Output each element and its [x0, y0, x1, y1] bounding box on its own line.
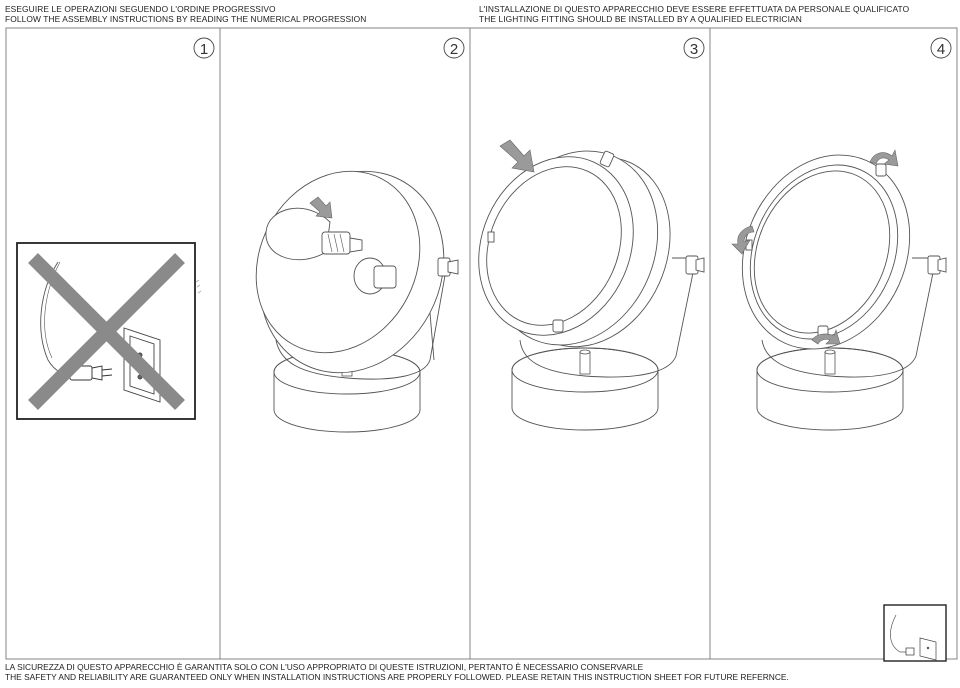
tilt-knob-icon: [685, 255, 705, 275]
step-3-number: 3: [683, 37, 705, 59]
cross-out-icon: [28, 253, 185, 410]
header-left-line2: FOLLOW THE ASSEMBLY INSTRUCTIONS BY READ…: [5, 14, 367, 24]
step-2-number: 2: [443, 37, 465, 59]
footer-safety-note: LA SICUREZZA DI QUESTO APPARECCHIO È GAR…: [5, 662, 789, 682]
unplug-warning-illustration: [16, 242, 196, 420]
svg-text:2: 2: [450, 41, 458, 58]
rotate-arrow-icon: [731, 149, 899, 345]
lamp-secure-illustration: [741, 154, 947, 431]
header-right-line2: THE LIGHTING FITTING SHOULD BE INSTALLED…: [479, 14, 802, 24]
svg-text:4: 4: [937, 41, 945, 58]
header-right-line1: L'INSTALLAZIONE DI QUESTO APPARECCHIO DE…: [479, 4, 910, 14]
step-4-number: 4: [930, 37, 952, 59]
footer-line1: LA SICUREZZA DI QUESTO APPARECCHIO È GAR…: [5, 662, 644, 672]
step-1-number: 1: [193, 37, 215, 59]
svg-text:3: 3: [690, 41, 698, 58]
mount-arrow-icon: [499, 139, 535, 173]
insert-arrow-icon: [309, 196, 333, 219]
tilt-knob-icon: [927, 255, 947, 275]
header-left: ESEGUIRE LE OPERAZIONI SEGUENDO L'ORDINE…: [5, 4, 366, 24]
tilt-knob-icon: [437, 257, 459, 277]
stray-mark: [195, 279, 202, 294]
header-left-line1: ESEGUIRE LE OPERAZIONI SEGUENDO L'ORDINE…: [5, 4, 276, 14]
header-right: L'INSTALLAZIONE DI QUESTO APPARECCHIO DE…: [479, 4, 909, 24]
lamp-with-bulb-illustration: [255, 170, 459, 433]
panel-frame: [5, 27, 958, 660]
retain-instructions-illustration: [883, 604, 947, 662]
plug-icon: [69, 365, 113, 381]
svg-text:1: 1: [200, 41, 208, 58]
footer-line2: THE SAFETY AND RELIABILITY ARE GUARANTEE…: [5, 672, 789, 682]
lamp-front-ring-illustration: [478, 150, 705, 431]
light-bulb-icon: [265, 207, 363, 261]
